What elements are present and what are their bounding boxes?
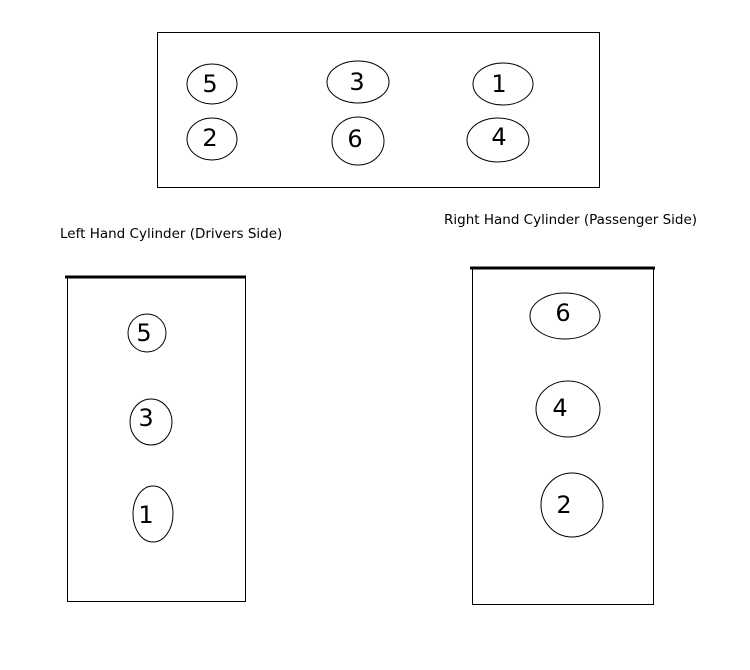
top-cylinder-outline: [472, 62, 534, 106]
top-cylinder-outline: [186, 63, 238, 105]
left-cylinder-outline: [127, 313, 167, 353]
top-cylinder: 1: [472, 62, 534, 106]
top-cylinder-outline: [331, 116, 385, 166]
top-block-outline: [157, 32, 600, 188]
left-cylinder: 5: [127, 313, 167, 353]
top-cylinder-number: 6: [347, 125, 362, 153]
right-cylinder-number: 2: [556, 491, 571, 519]
top-cylinder: 2: [186, 117, 238, 161]
top-cylinder: 4: [466, 117, 530, 163]
top-engine-block: 5 3 1 2 6 4: [157, 32, 600, 188]
top-cylinder: 6: [331, 116, 385, 166]
top-cylinder-number: 3: [349, 68, 364, 96]
left-cylinder-outline: [132, 485, 174, 543]
top-cylinder-number: 5: [202, 70, 217, 98]
right-cylinder-number: 4: [552, 394, 567, 422]
right-bank-outline: [472, 268, 654, 605]
right-cylinder-outline: [535, 380, 601, 438]
left-cylinder-outline: [129, 398, 173, 446]
left-cylinder: 1: [132, 485, 174, 543]
left-cylinder-number: 3: [138, 404, 153, 432]
top-cylinder: 3: [326, 60, 390, 104]
left-bank: Left Hand Cylinder (Drivers Side) 5 3 1: [60, 226, 282, 602]
right-cylinder-outline: [540, 472, 604, 538]
left-cylinder: 3: [129, 398, 173, 446]
top-cylinder-number: 4: [491, 123, 506, 151]
left-bank-title: Left Hand Cylinder (Drivers Side): [60, 226, 282, 242]
right-cylinder: 4: [535, 380, 601, 438]
top-cylinder-outline: [186, 117, 238, 161]
left-bank-outline: [67, 277, 246, 602]
top-cylinder: 5: [186, 63, 238, 105]
top-cylinder-number: 2: [202, 124, 217, 152]
right-cylinder: 6: [529, 292, 601, 340]
right-cylinder: 2: [540, 472, 604, 538]
right-bank-title: Right Hand Cylinder (Passenger Side): [444, 212, 697, 228]
right-cylinder-outline: [529, 292, 601, 340]
top-cylinder-number: 1: [491, 70, 506, 98]
top-cylinder-outline: [326, 60, 390, 104]
right-cylinder-number: 6: [555, 299, 570, 327]
top-cylinder-outline: [466, 117, 530, 163]
left-cylinder-number: 1: [138, 501, 153, 529]
right-bank: Right Hand Cylinder (Passenger Side) 6 4…: [444, 212, 697, 605]
left-cylinder-number: 5: [136, 319, 151, 347]
